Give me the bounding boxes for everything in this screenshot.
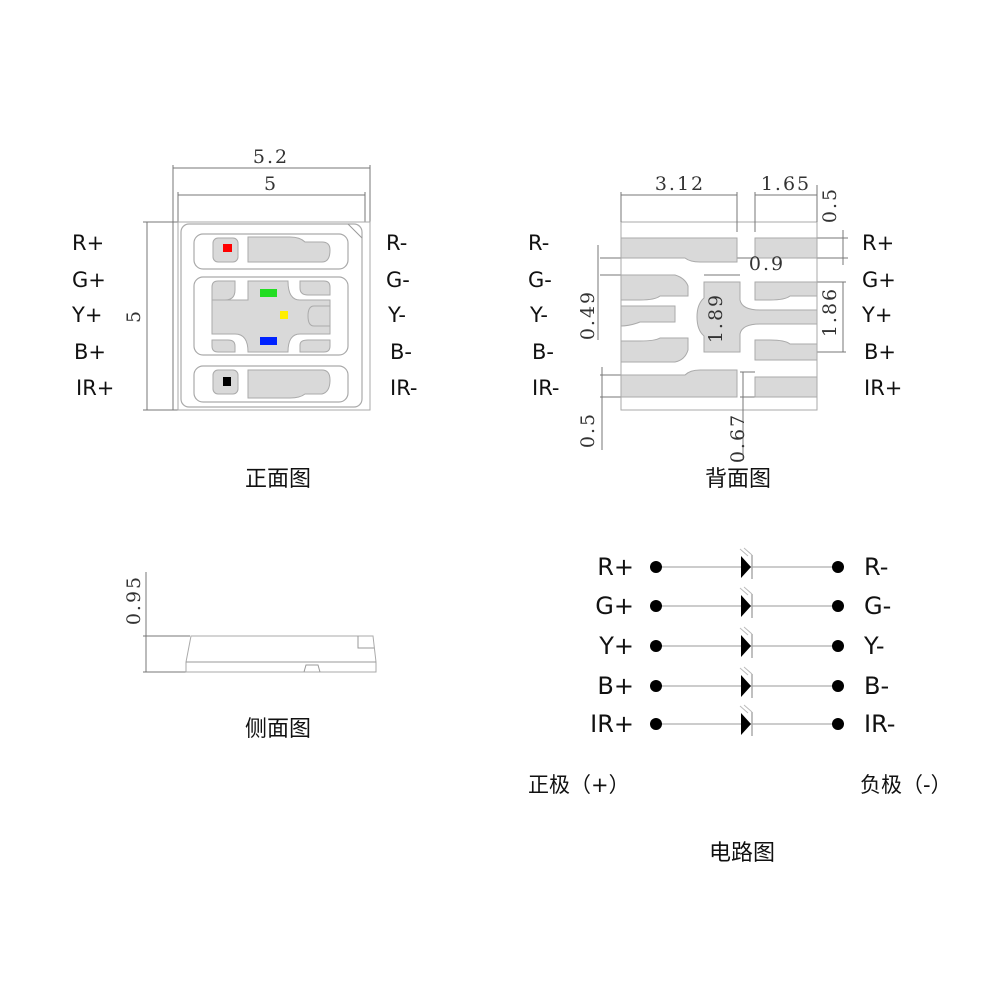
side-view: 0.95 侧面图 [123,572,377,742]
pad-center [696,281,818,353]
dim-width-outer: 5.2 [253,146,289,168]
led-circuit-row: B+ B- [597,666,889,700]
anode-label: IR+ [590,710,634,738]
back-view-title: 背面图 [705,467,771,492]
negative-label: 负极（-） [860,773,952,797]
anode-terminal [650,600,662,612]
cathode-terminal [832,600,844,612]
pad-y-minus [620,305,676,327]
side-profile [185,635,377,673]
cathode-terminal [832,561,844,573]
pad-b-minus [620,337,689,363]
cathode-label: R- [864,553,888,581]
back-view: 3.12 1.65 0.5 0.9 0.49 1.89 1.86 0.5 0.6… [528,173,902,492]
center-lead-frame [211,280,331,353]
anode-label: R+ [597,553,634,581]
pin-label: R- [528,231,549,255]
pin-label: Y+ [861,303,892,327]
pin-label: G- [528,268,552,292]
pin-label: Y- [529,303,548,327]
blue-chip [260,337,277,345]
front-view-title: 正面图 [245,467,311,492]
cathode-label: B- [864,672,889,700]
led-circuit-row: G+ G- [595,586,891,620]
cathode-terminal [832,718,844,730]
cathode-terminal [832,640,844,652]
pin-label: G+ [72,268,106,292]
pin-label: IR- [532,376,560,400]
dim-0-67: 0.67 [727,413,749,463]
pad-r-plus [754,237,818,259]
pin-label: B+ [864,340,896,364]
front-view: 5.2 5 5 R+ G+ Y+ B+ IR+ R- G- [71,146,418,492]
pin-label: B- [390,340,412,364]
anode-label: B+ [597,672,634,700]
led-circuit-row: Y+ Y- [598,626,884,660]
circuit-title: 电路图 [709,841,775,866]
ir-chip [223,377,231,386]
led-circuit-row: IR+ IR- [590,704,895,738]
diode-icon [741,635,751,657]
anode-label: Y+ [598,632,634,660]
green-chip [260,289,277,297]
side-view-title: 侧面图 [245,717,311,742]
cathode-label: G- [864,592,891,620]
positive-label: 正极（+） [528,773,630,797]
pin-label: IR+ [76,376,114,400]
front-right-labels: R- G- Y- B- IR- [386,231,418,400]
led-circuit-row: R+ R- [597,547,888,581]
anode-terminal [650,680,662,692]
pin-label: B- [532,340,554,364]
pad-g-plus [754,281,818,301]
dim-0-5-top: 0.5 [819,187,841,223]
anode-terminal [650,640,662,652]
yellow-chip [280,311,288,319]
pin-label: R+ [862,231,894,255]
anode-terminal [650,718,662,730]
dim-thickness: 0.95 [123,575,145,625]
diode-icon [741,713,751,735]
pin-label: G- [386,268,410,292]
diode-icon [741,675,751,697]
anode-terminal [650,561,662,573]
pin-label: IR+ [864,376,902,400]
cathode-label: IR- [864,710,895,738]
dim-1-65: 1.65 [761,173,811,195]
pin-label: B+ [74,340,106,364]
light-emission-icon [739,626,753,636]
back-right-labels: R+ G+ Y+ B+ IR+ [861,231,902,400]
anode-label: G+ [595,592,634,620]
pad-g-minus [620,274,689,301]
cathode-label: Y- [863,632,884,660]
red-chip [223,244,232,252]
pin-label: Y+ [71,303,102,327]
dim-1-89: 1.89 [705,293,727,343]
pin-label: R+ [72,231,104,255]
front-left-labels: R+ G+ Y+ B+ IR+ [71,231,114,400]
back-left-labels: R- G- Y- B- IR- [528,231,560,400]
cathode-terminal [832,680,844,692]
dim-height: 5 [123,309,145,323]
dim-width-inner: 5 [264,173,278,195]
dim-0-5-bottom: 0.5 [577,412,599,448]
dim-3-12: 3.12 [655,173,705,195]
pin-label: G+ [862,268,896,292]
pin-label: Y- [387,303,406,327]
light-emission-icon [739,704,753,714]
light-emission-icon [739,547,753,557]
pad-r-minus [620,237,738,263]
pin-label: R- [386,231,407,255]
diode-icon [741,595,751,617]
pad-b-plus [754,339,818,361]
light-emission-icon [739,666,753,676]
dim-0-49: 0.49 [577,290,599,340]
pin-label: IR- [390,376,418,400]
light-emission-icon [739,586,753,596]
dim-0-9: 0.9 [749,253,785,275]
circuit-diagram: 正极（+） 负极（-） 电路图 R+ R- G+ G- Y+ Y- B+ B- IR+ IR- [528,547,952,866]
dim-1-86: 1.86 [819,287,841,337]
diode-icon [741,556,751,578]
pad-ir-plus [754,376,818,398]
pad-ir-minus [620,369,738,398]
